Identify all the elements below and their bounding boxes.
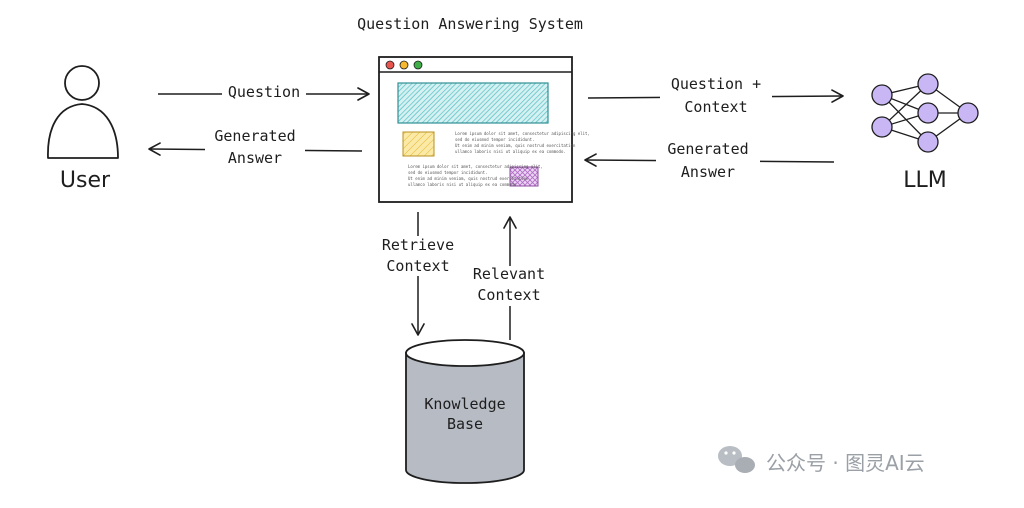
question-context-line2: Context [684, 98, 747, 116]
generated-answer-left-line1: Generated [214, 127, 295, 145]
knowledge-base-cylinder-icon [405, 339, 525, 484]
placeholder-text-4: ullamco laboris nisi ut aliquip ex ea co… [455, 149, 566, 154]
window-maximize-icon [413, 60, 423, 70]
retrieve-context-line1: Retrieve [382, 236, 454, 254]
image-placeholder-purple [509, 166, 539, 187]
user-icon [47, 65, 119, 159]
watermark-text: 公众号 · 图灵AI云 [766, 451, 925, 475]
question-label: Question [228, 83, 300, 101]
placeholder-text-3: Ut enim ad minim veniam, quis nostrud ex… [455, 143, 576, 148]
generated-answer-left-line2: Answer [228, 149, 282, 167]
placeholder-text-5: Lorem ipsum dolor sit amet, consectetur … [408, 164, 543, 169]
knowledge-base-line2: Base [447, 415, 483, 433]
generated-answer-left-bg [205, 139, 305, 159]
relevant-context-line2: Context [477, 286, 540, 304]
wechat-icon [718, 446, 755, 473]
relevant-context-bg [472, 266, 548, 306]
question-context-bg [660, 86, 772, 106]
placeholder-text-1: Lorem ipsum dolor sit amet, consectetur … [455, 131, 590, 136]
window-minimize-icon [399, 60, 409, 70]
user-label: User [60, 168, 111, 193]
system-window: Lorem ipsum dolor sit amet, consectetur … [378, 56, 590, 203]
question-context-line1: Question + [671, 75, 761, 93]
placeholder-text-7: Ut enim ad minim veniam, quis nostrud ex… [408, 176, 529, 181]
image-placeholder-yellow [402, 131, 435, 157]
placeholder-text-6: sed do eiusmod tempor incididunt. [408, 170, 487, 175]
relevant-context-line1: Relevant [473, 265, 545, 283]
banner-placeholder [397, 82, 549, 124]
diagram-title: Question Answering System [357, 15, 583, 33]
window-close-icon [385, 60, 395, 70]
placeholder-text-8: ullamco laboris nisi ut aliquip ex ea co… [408, 182, 519, 187]
generated-answer-right-line1: Generated [667, 140, 748, 158]
retrieve-context-bg [382, 236, 454, 276]
placeholder-text-2: sed do eiusmod tempor incididunt. [455, 137, 534, 142]
generated-answer-right-line2: Answer [681, 163, 735, 181]
llm-network-icon [871, 73, 979, 153]
question-label-bg [222, 82, 306, 102]
generated-answer-right-bg [656, 150, 760, 170]
retrieve-context-line2: Context [386, 257, 449, 275]
llm-label: LLM [903, 168, 947, 193]
knowledge-base-line1: Knowledge [424, 395, 505, 413]
